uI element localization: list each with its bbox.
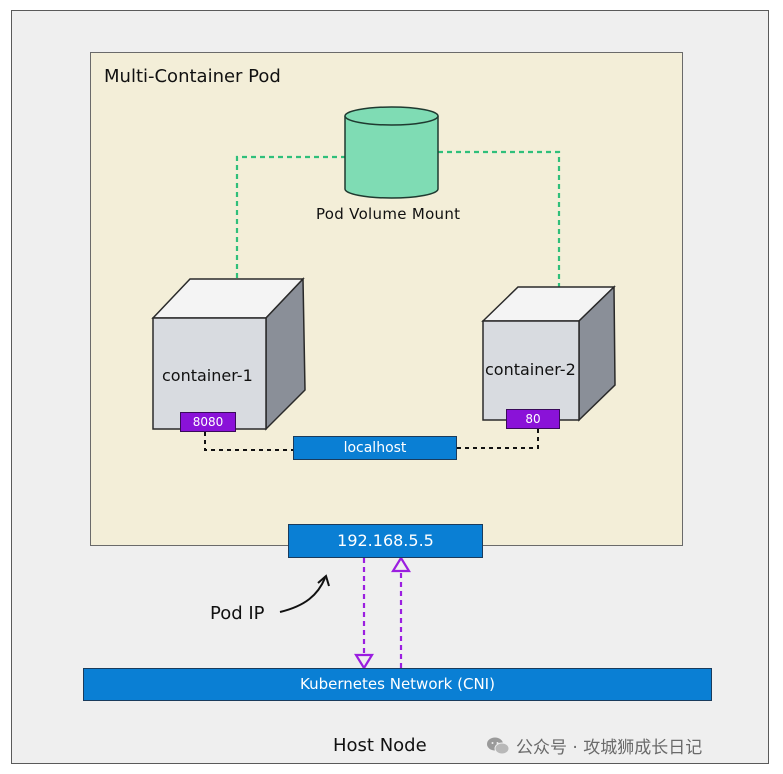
- volume-link-right: [438, 150, 561, 290]
- pod-ip-label: Pod IP: [210, 603, 265, 624]
- container-2-label: container-2: [485, 360, 576, 379]
- container-2-cube: [481, 285, 616, 422]
- container-2-port: 80: [506, 409, 560, 429]
- container-1-port: 8080: [180, 412, 236, 432]
- host-node-label: Host Node: [333, 735, 427, 756]
- localhost-bar: localhost: [293, 436, 457, 460]
- container-1-cube: [151, 277, 306, 431]
- wechat-icon: [487, 737, 510, 754]
- volume-label: Pod Volume Mount: [316, 205, 461, 223]
- traffic-up-arrowhead: [391, 555, 411, 573]
- container-1-label: container-1: [162, 366, 253, 385]
- localhost-link-left: [204, 432, 293, 451]
- kubernetes-network-bar: Kubernetes Network (CNI): [83, 668, 712, 701]
- pod-ip-pointer-arrowhead: [317, 574, 330, 587]
- volume-link-left: [235, 155, 345, 278]
- traffic-down-arrowhead: [354, 653, 374, 671]
- volume-cylinder: [344, 106, 439, 199]
- pod-ip-pointer-arrow: [279, 577, 326, 613]
- pod-title: Multi-Container Pod: [104, 66, 281, 87]
- watermark: 公众号 · 攻城狮成长日记: [486, 733, 702, 758]
- watermark-text: 公众号 · 攻城狮成长日记: [516, 738, 703, 758]
- pod-ip-bar: 192.168.5.5: [288, 524, 483, 558]
- localhost-link-right: [457, 429, 539, 449]
